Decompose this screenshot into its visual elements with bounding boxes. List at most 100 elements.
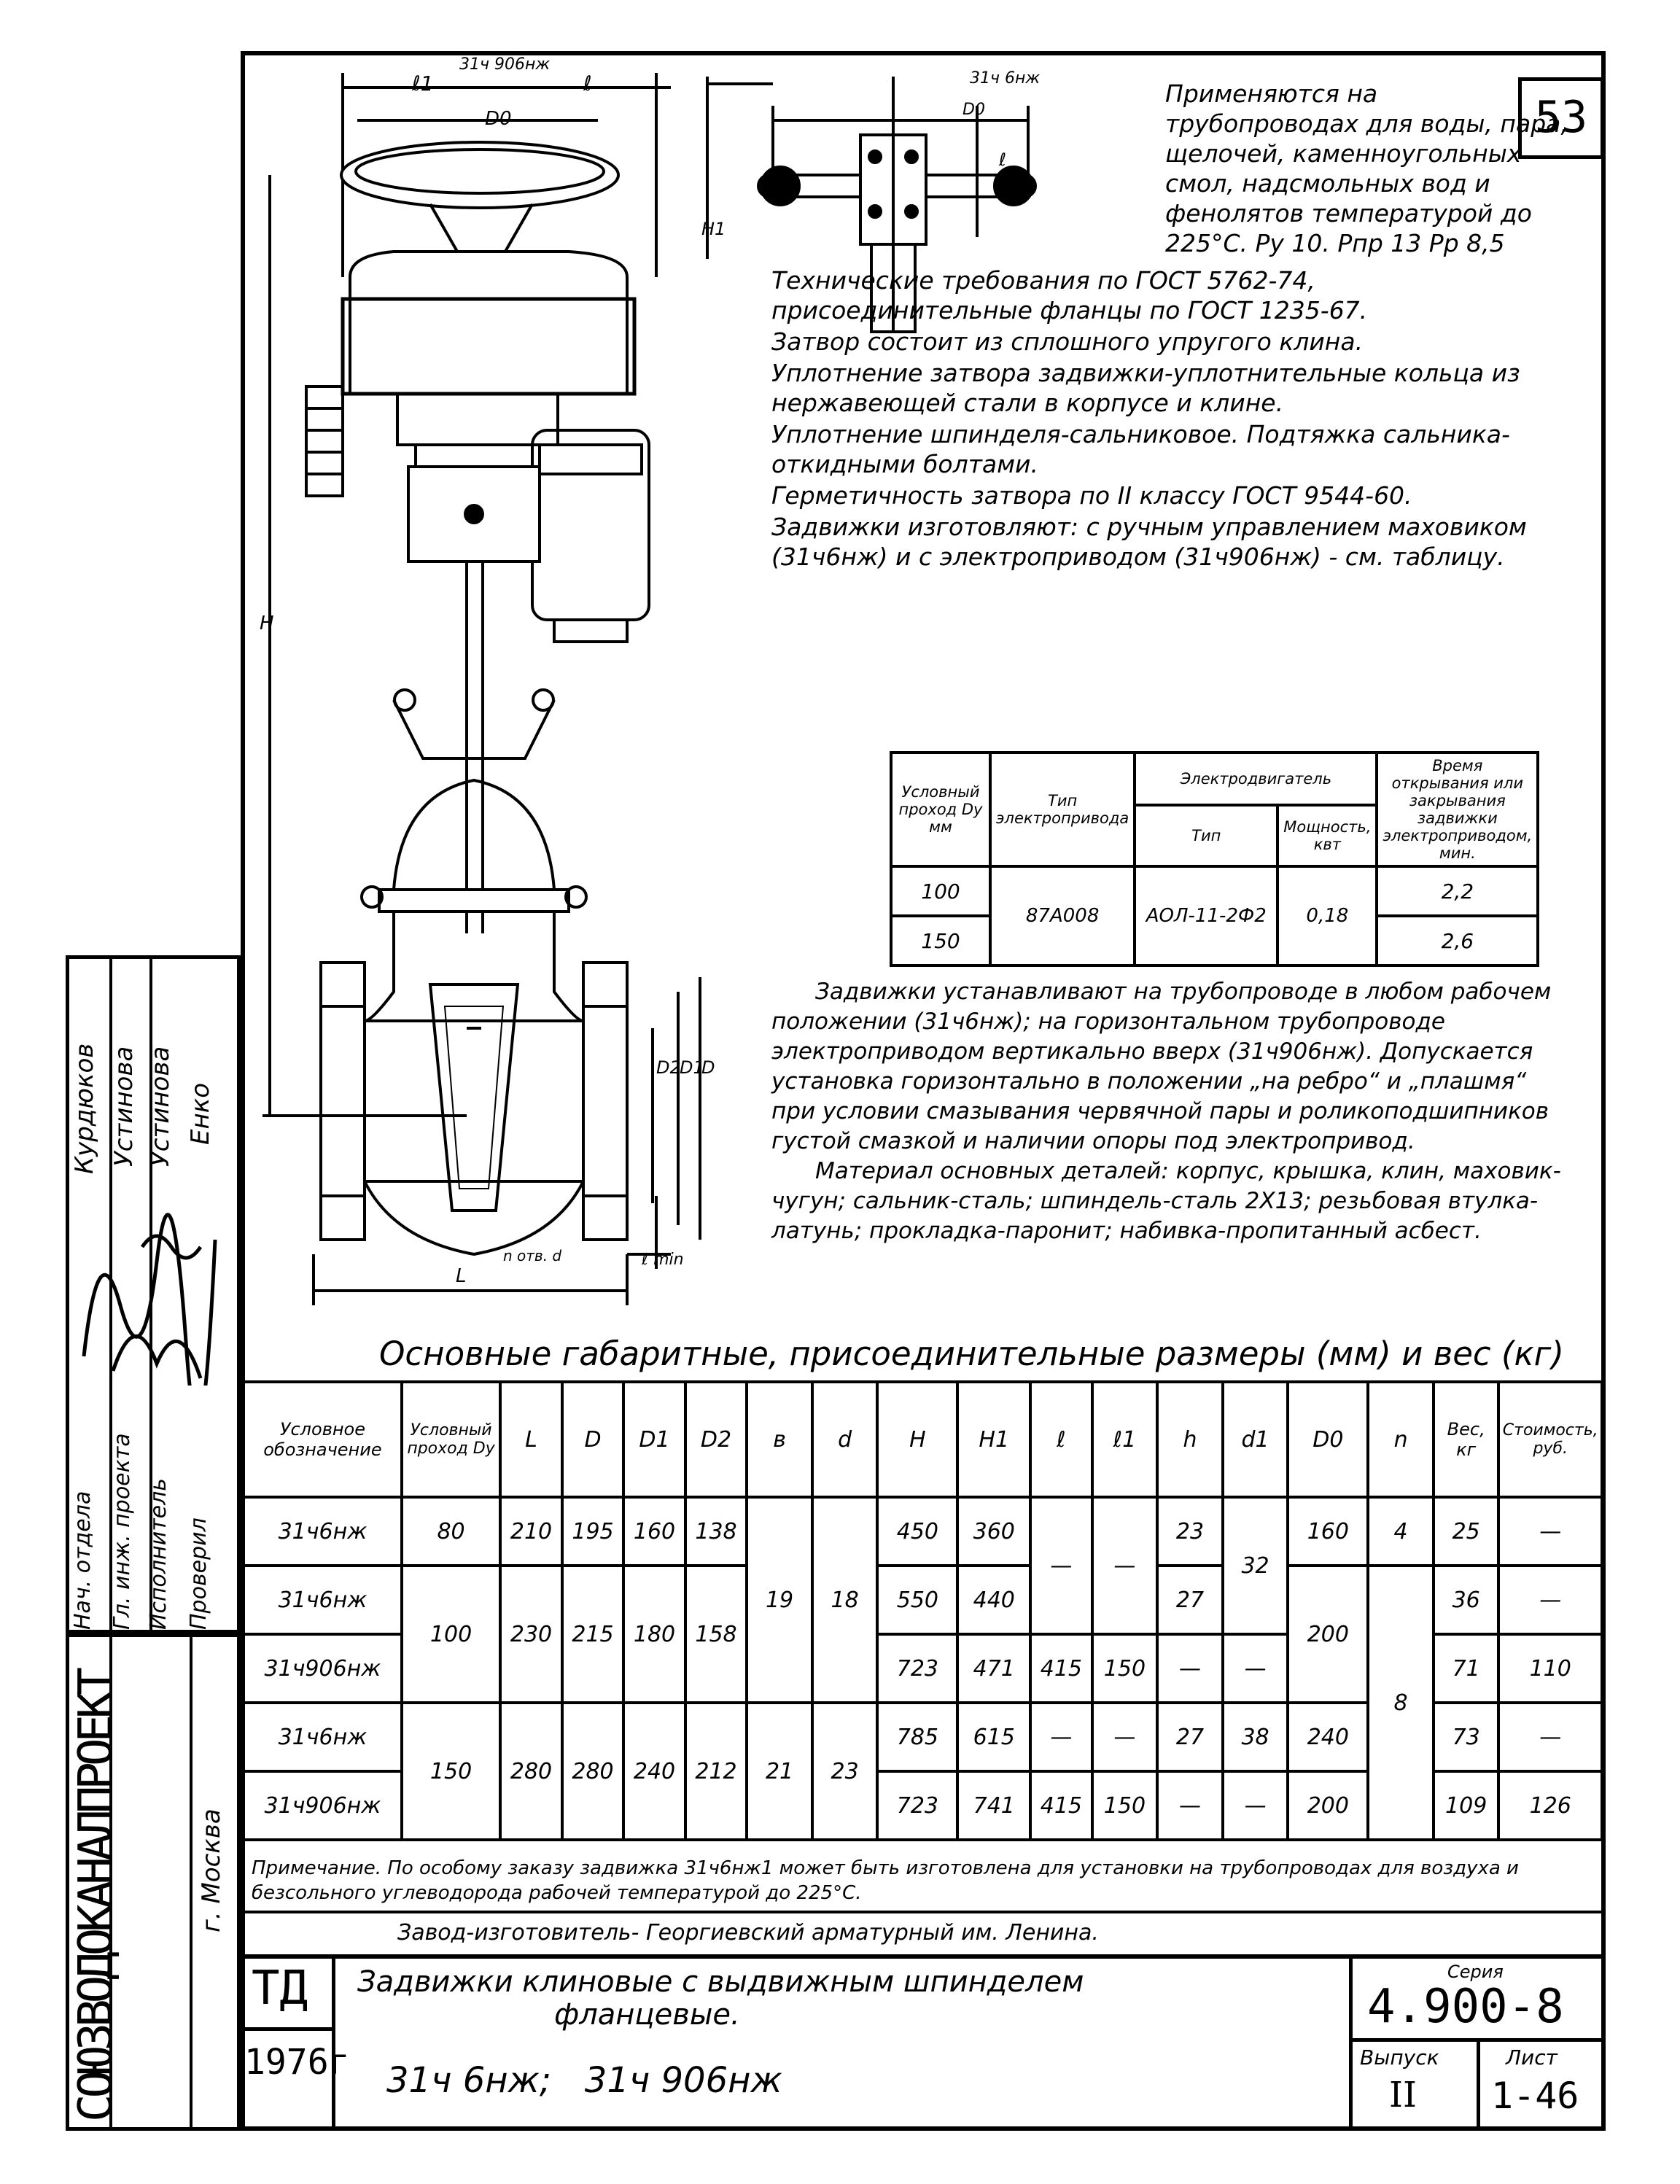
handwheel-drawing — [706, 77, 1037, 333]
table-cell: 23 — [1156, 1496, 1224, 1567]
table-cell: 25 — [1431, 1496, 1501, 1567]
table-cell: 200 — [1286, 1564, 1370, 1704]
signer-name: Устинова — [109, 1046, 139, 1167]
table-cell: 415 — [1029, 1633, 1094, 1704]
table-row: 31ч6нж 80 210 195 160 138 19 18 450 360 … — [242, 1496, 1603, 1704]
table-cell: — — [1497, 1564, 1603, 1636]
title-block-div — [1477, 2042, 1480, 2131]
stamp-div — [109, 955, 112, 2131]
table-cell: — — [1221, 1770, 1290, 1841]
table-row: 31ч906нж 723 471 415 150 — — 71 110 — [242, 1633, 1603, 1704]
table-cell: 126 — [1497, 1770, 1603, 1841]
motor-table: Условный проход Dу мм Тип электропривода… — [890, 750, 1540, 967]
col-header: ℓ1 — [1090, 1380, 1159, 1499]
valve-drawing — [262, 73, 701, 1305]
org-name: СОЮЗВОДОКАНАЛПРОЕКТ — [69, 1671, 123, 2122]
motor-cell: 0,18 — [1276, 865, 1379, 967]
table-cell: 240 — [622, 1701, 687, 1841]
description-para: Задвижки изготовляют: с ручным управлени… — [771, 513, 1527, 571]
col-header: H — [876, 1380, 960, 1499]
table-cell: 550 — [876, 1564, 960, 1636]
signer-name: Устинова — [146, 1046, 175, 1167]
table-cell: — — [1029, 1701, 1094, 1773]
motor-cell: 87А008 — [988, 865, 1137, 967]
table-cell: 31ч6нж — [242, 1564, 403, 1636]
table-cell: 615 — [956, 1701, 1032, 1773]
sheet-label: Лист — [1506, 2045, 1558, 2070]
label-n-holes: n отв. d — [503, 1247, 562, 1264]
installation-note: Задвижки устанавливают на трубопроводе в… — [771, 977, 1574, 1246]
table-cell: 38 — [1221, 1701, 1290, 1773]
signature-scribbles — [82, 1213, 217, 1386]
installation-para: Задвижки устанавливают на трубопроводе в… — [771, 979, 1552, 1154]
table-cell: — — [1090, 1496, 1159, 1636]
label-length: L — [456, 1265, 467, 1287]
table-cell: 280 — [499, 1701, 564, 1841]
table-cell: 109 — [1431, 1770, 1501, 1841]
table-cell: 785 — [876, 1701, 960, 1773]
label-h1: H1 — [701, 219, 726, 239]
col-header: n — [1366, 1380, 1435, 1499]
label-l1: ℓ1 — [412, 71, 434, 96]
series-label: Серия — [1447, 1962, 1504, 1982]
col-header: в — [745, 1380, 814, 1499]
issue-value: II — [1389, 2075, 1417, 2115]
table-cell: 212 — [683, 1701, 749, 1841]
td-label: ТД — [252, 1962, 308, 2016]
table-cell: — — [1221, 1633, 1290, 1704]
table-cell: 31ч6нж — [242, 1701, 403, 1773]
table-cell: 150 — [1090, 1633, 1159, 1704]
title-block-mid — [241, 2027, 335, 2031]
table-cell: 150 — [400, 1701, 502, 1841]
installation-para: Материал основных деталей: корпус, крышк… — [771, 1158, 1561, 1244]
table-cell: 415 — [1029, 1770, 1094, 1841]
label-d0-right: D0 — [962, 101, 985, 119]
table-cell: 723 — [876, 1770, 960, 1841]
motor-header: Электродвигатель — [1133, 750, 1379, 807]
col-header: d1 — [1221, 1380, 1290, 1499]
label-model-left: 31ч 906нж — [459, 55, 551, 74]
table-cell: 741 — [956, 1770, 1032, 1841]
title-line-2: фланцевые. — [554, 1998, 740, 2032]
motor-header: Мощность, квт — [1276, 804, 1379, 868]
label-l-min: ℓ min — [642, 1251, 684, 1269]
signer-name: Енко — [186, 1082, 215, 1145]
table-cell: 100 — [400, 1564, 502, 1704]
description-para: Уплотнение затвора задвижки-уплотнительн… — [771, 359, 1520, 417]
year-label: 1976г — [244, 2042, 350, 2083]
table-cell: 31ч6нж — [242, 1496, 403, 1567]
col-header: D2 — [683, 1380, 749, 1499]
table-cell: — — [1090, 1701, 1159, 1773]
city-label: г. Москва — [197, 1808, 226, 1932]
table-cell: 240 — [1286, 1701, 1370, 1773]
table-cell: 450 — [876, 1496, 960, 1567]
sheet-number: 53 — [1518, 77, 1604, 159]
series-value: 4.900-8 — [1367, 1980, 1564, 2034]
table-cell: 195 — [560, 1496, 626, 1567]
dimensions-table: Условное обозначение Условный проход Dу … — [242, 1380, 1603, 1841]
table-title: Основные габаритные, присоединительные р… — [379, 1334, 1564, 1373]
table-cell: 723 — [876, 1633, 960, 1704]
table-cell: 73 — [1431, 1701, 1501, 1773]
table-row: 31ч906нж 723 741 415 150 — — 200 109 126 — [242, 1770, 1603, 1841]
label-d2: D2 — [656, 1057, 681, 1078]
motor-cell: АОЛ-11-2Ф2 — [1133, 865, 1280, 967]
col-header: Вес, кг — [1431, 1380, 1501, 1499]
description-para: Уплотнение шпинделя-сальниковое. Подтяжк… — [771, 420, 1510, 478]
label-l-right: ℓ — [999, 149, 1006, 170]
table-cell: — — [1029, 1496, 1094, 1636]
label-d: D — [701, 1057, 715, 1078]
table-cell: 160 — [1286, 1496, 1370, 1567]
table-cell: 27 — [1156, 1701, 1224, 1773]
sheet-value: 1-46 — [1491, 2075, 1579, 2117]
motor-cell: 150 — [890, 914, 992, 967]
motor-header: Время открывания или закрывания задвижки… — [1375, 751, 1540, 868]
col-header: d — [810, 1380, 879, 1499]
table-cell: — — [1497, 1496, 1603, 1567]
signature-block — [66, 955, 241, 1633]
col-header: Условное обозначение — [242, 1380, 403, 1499]
label-d0: D0 — [485, 108, 512, 130]
stamp-div — [190, 1633, 192, 2131]
col-header: H1 — [956, 1380, 1032, 1499]
